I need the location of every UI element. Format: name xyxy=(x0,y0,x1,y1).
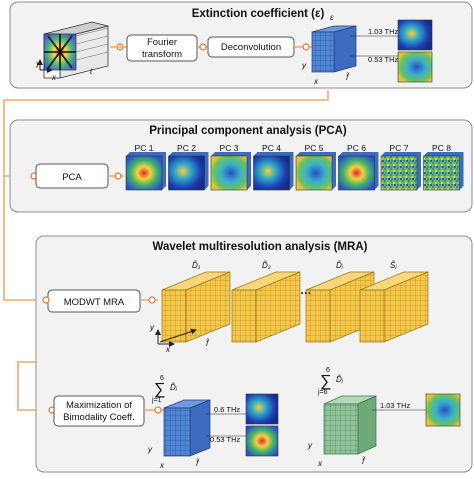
panel-extinction: Extinction coefficient (ε) y x t Fourier… xyxy=(9,1,473,89)
pca-label: PCA xyxy=(62,172,82,183)
deconvolution-label: Deconvolution xyxy=(221,42,281,53)
sum1-symbol: ∑ xyxy=(154,381,165,398)
epsilon-axis-x: x xyxy=(313,77,319,86)
pc-map-2 xyxy=(168,155,205,191)
epsilon-symbol: ε xyxy=(330,13,334,22)
pc-label-2: PC 2 xyxy=(177,143,196,153)
mra-cube-4 xyxy=(359,289,385,343)
mra-axis-x: x xyxy=(165,345,171,354)
sum1-axis-f: f̃ xyxy=(196,459,200,468)
mra-cube-2 xyxy=(231,289,257,343)
sum2-map-1030 xyxy=(425,393,461,427)
pc-label-3: PC 3 xyxy=(220,143,239,153)
sum2-axis-y: y xyxy=(307,441,313,450)
mra-ellipsis: … xyxy=(300,285,312,297)
pc-label-5: PC 5 xyxy=(305,143,324,153)
fourier-label-line2: transform xyxy=(142,49,182,60)
pc-map-8 xyxy=(423,155,460,191)
pc-map-4 xyxy=(253,155,290,191)
freq-low-label: 0.53 THz xyxy=(368,55,399,64)
epsilon-axis-y: y xyxy=(301,61,307,70)
pc-label-8: PC 8 xyxy=(432,143,451,153)
epsilon-map-530 xyxy=(397,51,433,83)
deconvolution-input-port xyxy=(199,43,207,51)
pc-map-3 xyxy=(210,155,248,191)
sum2-upper: 6 xyxy=(326,367,330,374)
sum2-lower: j=6 xyxy=(317,389,328,396)
maximization-label-line1: Maximization of xyxy=(66,400,132,411)
mra-axis-y: y xyxy=(149,323,155,332)
fourier-label-line1: Fourier xyxy=(147,37,177,48)
panel-pca-title: Principal component analysis (PCA) xyxy=(149,125,347,137)
sum1-term: D̃ⱼ xyxy=(170,383,178,392)
connector-extinction-to-pca xyxy=(3,90,329,176)
maximization-box xyxy=(53,395,145,427)
connector-pca-to-mra xyxy=(3,176,45,301)
sum2-axis-x: x xyxy=(317,459,323,468)
pc-label-1: PC 1 xyxy=(135,143,154,153)
mra-cube-label-2: D̃₂ xyxy=(262,261,271,270)
panel-mra-title: Wavelet multiresolution analysis (MRA) xyxy=(153,241,368,253)
pc-map-1 xyxy=(125,155,163,191)
epsilon-map-1030 xyxy=(397,19,433,51)
panel-pca: Principal component analysis (PCA) PCA P… xyxy=(9,119,473,213)
sum1-freq-low: 0.53 THz xyxy=(210,435,241,444)
sum1-axis-x: x xyxy=(159,461,165,470)
pc-label-7: PC 7 xyxy=(390,143,409,153)
sum2-term: D̃ⱼ xyxy=(336,375,344,384)
pc-map-5 xyxy=(295,155,333,191)
mra-cube-label-1: D̃₁ xyxy=(192,261,201,270)
mra-cubes: D̃₁ D̃₂ D̃ⱼ S̃ⱼ xyxy=(161,261,429,343)
mra-cube-label-3: D̃ⱼ xyxy=(336,261,344,270)
epsilon-cube xyxy=(311,25,357,73)
pc-map-6 xyxy=(338,155,375,191)
sum2-freq: 1.03 THz xyxy=(380,401,411,410)
pc-label-6: PC 6 xyxy=(347,143,366,153)
axis-x-label: x xyxy=(51,73,57,82)
sum1-upper: 6 xyxy=(160,375,164,382)
pc-label-4: PC 4 xyxy=(262,143,281,153)
freq-high-label: 1.03 THz xyxy=(368,27,399,36)
panel-mra: Wavelet multiresolution analysis (MRA) M… xyxy=(35,235,473,473)
mra-cube-3 xyxy=(305,289,331,343)
sum1-lower: j=1 xyxy=(151,397,162,404)
pc-map-7 xyxy=(380,155,418,191)
mra-cube-1 xyxy=(161,289,187,343)
sum2-axis-f: f̃ xyxy=(362,457,366,466)
pc-maps: PC 1 PC 2 PC 3 PC 4 PC 5 PC 6 PC 7 PC 8 xyxy=(125,143,464,191)
sum1-map-530 xyxy=(245,425,279,457)
axis-t-label: t xyxy=(90,67,93,76)
fourier-transform-box xyxy=(126,34,198,62)
modwt-label: MODWT MRA xyxy=(64,297,125,308)
sum1-cube xyxy=(163,399,211,457)
epsilon-input-port xyxy=(302,43,310,51)
panel-extinction-title: Extinction coefficient (ε) xyxy=(192,8,325,20)
sum1-map-600 xyxy=(245,393,279,425)
sum2-cube xyxy=(323,395,377,455)
epsilon-axis-f: f̃ xyxy=(346,73,350,82)
sum1-freq-high: 0.6 THz xyxy=(214,405,240,414)
sum2-symbol: ∑ xyxy=(320,373,331,390)
maximization-label-line2: Bimodality Coeff. xyxy=(63,412,135,423)
mra-axis-f: f̃ xyxy=(206,339,210,348)
sum1-axis-y: y xyxy=(147,445,153,454)
mra-cube-label-4: S̃ⱼ xyxy=(390,261,397,270)
